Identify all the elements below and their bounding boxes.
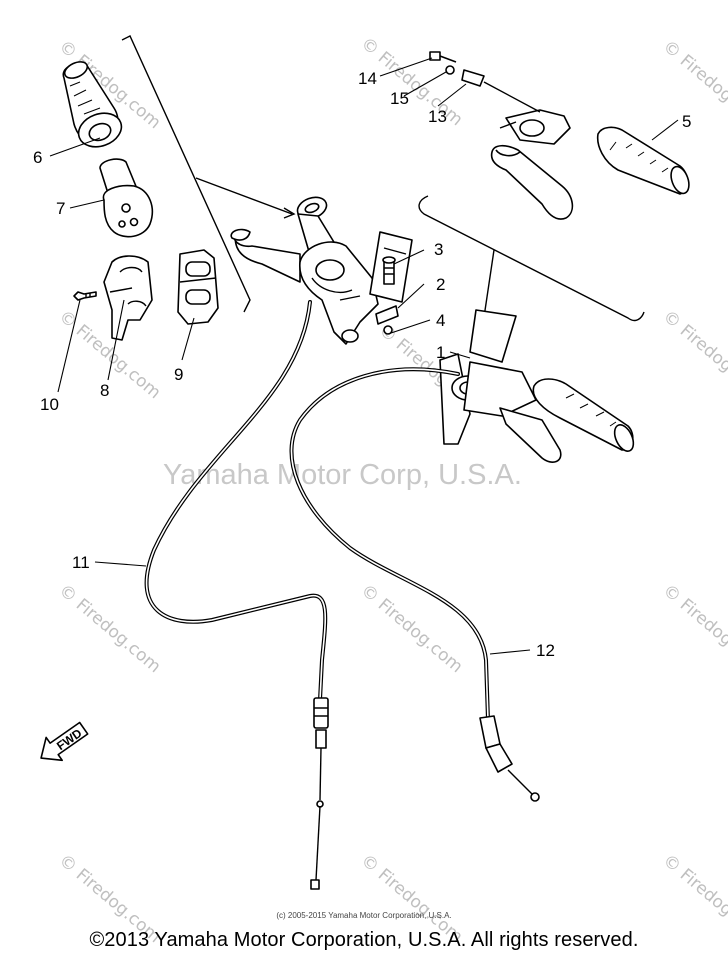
watermark-center-text: Yamaha Motor Corp, U.S.A. bbox=[163, 459, 522, 491]
callout-1: 1 bbox=[436, 343, 445, 362]
watermark-firedog-6: © Firedog.com bbox=[659, 307, 728, 404]
callout-11: 11 bbox=[72, 553, 90, 572]
fwd-arrow-icon: FWD bbox=[40, 721, 89, 762]
svg-text:© Firedog.com: © Firedog.com bbox=[55, 307, 165, 404]
callout-labels: 1 2 3 4 5 6 7 8 9 10 11 12 13 14 15 bbox=[33, 69, 691, 660]
callout-12: 12 bbox=[536, 641, 555, 660]
part-grip-left bbox=[62, 61, 123, 148]
small-copyright: (c) 2005-2015 Yamaha Motor Corporation, … bbox=[276, 911, 452, 920]
callout-4: 4 bbox=[436, 311, 445, 330]
callout-10: 10 bbox=[40, 395, 59, 414]
callout-2: 2 bbox=[436, 275, 445, 294]
watermark-firedog-9: © Firedog.com bbox=[659, 581, 728, 678]
callout-5: 5 bbox=[682, 112, 691, 131]
callout-3: 3 bbox=[434, 240, 443, 259]
part-throttle-sleeve bbox=[99, 158, 154, 238]
part-left-lever-assembly bbox=[230, 196, 413, 345]
part-cable-12 bbox=[289, 367, 540, 802]
callout-8: 8 bbox=[100, 381, 109, 400]
part-cable-11 bbox=[144, 300, 329, 890]
callout-7: 7 bbox=[56, 199, 65, 218]
part-throttle-housing bbox=[103, 255, 153, 341]
callout-13: 13 bbox=[428, 107, 447, 126]
callout-9: 9 bbox=[174, 365, 183, 384]
watermark-firedog-3: © Firedog.com bbox=[659, 37, 728, 134]
part-grip-right bbox=[596, 126, 690, 195]
part-right-lever-assembly bbox=[439, 309, 635, 463]
callout-14: 14 bbox=[358, 69, 377, 88]
part-housing-cover bbox=[177, 249, 219, 325]
svg-text:© Firedog.com: © Firedog.com bbox=[659, 307, 728, 404]
watermark-firedog-4: © Firedog.com bbox=[55, 307, 165, 404]
svg-text:© Firedog.com: © Firedog.com bbox=[357, 581, 467, 678]
callout-6: 6 bbox=[33, 148, 42, 167]
leader-lines bbox=[49, 57, 679, 655]
watermark-firedog-8: © Firedog.com bbox=[357, 581, 467, 678]
main-copyright: ©2013 Yamaha Motor Corporation, U.S.A. A… bbox=[89, 929, 639, 951]
svg-text:© Firedog.com: © Firedog.com bbox=[659, 37, 728, 134]
part-right-lever-upper bbox=[429, 51, 574, 220]
part-screw-10 bbox=[73, 291, 97, 301]
callout-15: 15 bbox=[390, 89, 409, 108]
svg-text:© Firedog.com: © Firedog.com bbox=[659, 581, 728, 678]
